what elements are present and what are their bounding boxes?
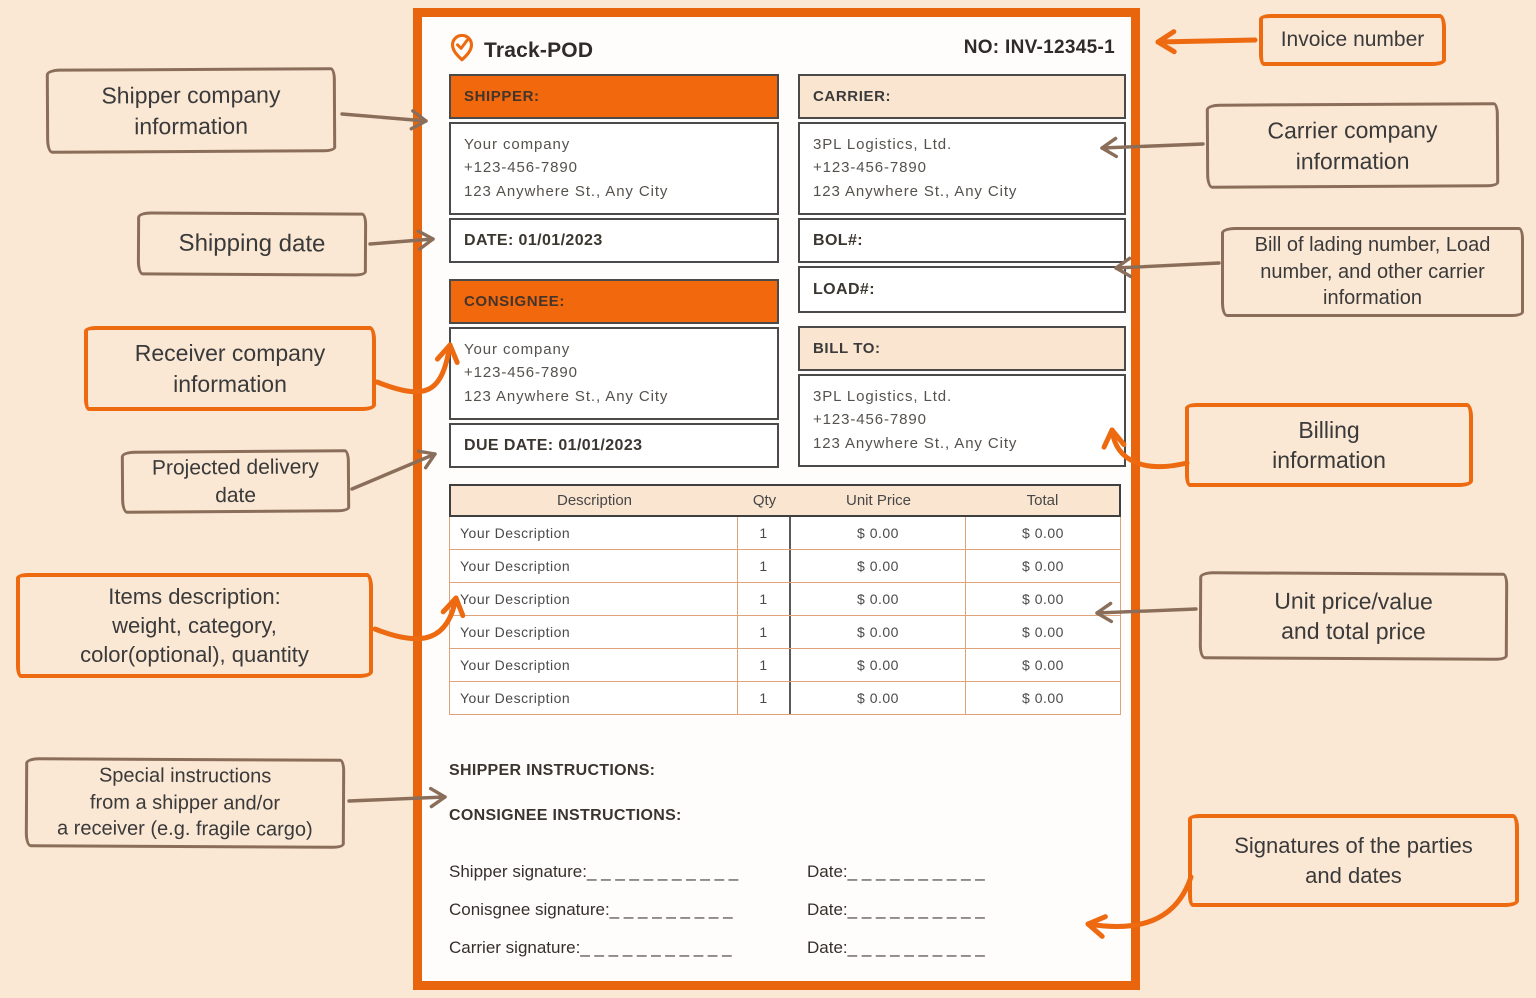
carrier-info-box: 3PL Logistics, Ltd. +123-456-7890 123 An… xyxy=(798,122,1126,215)
note-signatures-and-dates: Signatures of the parties and dates xyxy=(1188,814,1519,907)
brand: Track-POD xyxy=(449,33,593,68)
invoice-sheet: Track-POD NO: INV-12345-1 SHIPPER: Your … xyxy=(413,8,1140,990)
date-line: _ _ _ _ _ _ _ _ _ _ xyxy=(847,938,985,957)
cell-total: $ 0.00 xyxy=(1022,690,1064,706)
cell-qty: 1 xyxy=(738,682,791,714)
date-line: _ _ _ _ _ _ _ _ _ _ xyxy=(847,862,985,881)
load-box: LOAD#: xyxy=(798,266,1126,313)
cell-qty: 1 xyxy=(738,649,791,681)
note-shipper-company-information: Shipper company information xyxy=(45,67,337,154)
date-label: Date: xyxy=(807,862,848,881)
bill-to-header: BILL TO: xyxy=(798,326,1126,371)
consignee-info-box: Your company +123-456-7890 123 Anywhere … xyxy=(449,327,779,420)
shipper-header: SHIPPER: xyxy=(449,74,779,119)
cell-total: $ 0.00 xyxy=(1022,591,1064,607)
bol-box: BOL#: xyxy=(798,218,1126,263)
cell-description: Your Description xyxy=(450,682,738,714)
table-row: Your Description 1 $ 0.00 $ 0.00 xyxy=(449,682,1121,715)
consignee-header: CONSIGNEE: xyxy=(449,279,779,324)
signature-label: Shipper signature: xyxy=(449,862,587,881)
table-row: Your Description 1 $ 0.00 $ 0.00 xyxy=(449,649,1121,682)
col-header-description: Description xyxy=(556,492,633,509)
signature-row: Carrier signature: _ _ _ _ _ _ _ _ _ _ _ … xyxy=(449,938,985,958)
table-row: Your Description 1 $ 0.00 $ 0.00 xyxy=(449,517,1121,550)
bill-to-company: 3PL Logistics, Ltd. xyxy=(813,388,953,405)
cell-description: Your Description xyxy=(450,583,738,615)
signature-line: _ _ _ _ _ _ _ _ _ xyxy=(609,900,733,919)
cell-description: Your Description xyxy=(450,616,738,648)
note-items-description: Items description: weight, category, col… xyxy=(16,573,373,678)
date-line: _ _ _ _ _ _ _ _ _ _ xyxy=(847,900,985,919)
cell-qty: 1 xyxy=(738,583,791,615)
col-header-unit-price: Unit Price xyxy=(845,492,912,509)
shipper-phone: +123-456-7890 xyxy=(464,159,578,177)
cell-total: $ 0.00 xyxy=(1022,624,1064,640)
shipper-instructions-label: SHIPPER INSTRUCTIONS: xyxy=(449,762,656,779)
note-bill-of-lading-information: Bill of lading number, Load number, and … xyxy=(1221,227,1524,317)
cell-unit-price: $ 0.00 xyxy=(791,649,966,681)
signature-row: Shipper signature: _ _ _ _ _ _ _ _ _ _ _ … xyxy=(449,862,985,882)
signature-label: Conisgnee signature: xyxy=(449,900,610,919)
cell-description: Your Description xyxy=(450,649,738,681)
cell-description: Your Description xyxy=(450,517,738,549)
signature-line: _ _ _ _ _ _ _ _ _ _ _ xyxy=(586,862,739,881)
cell-unit-price: $ 0.00 xyxy=(791,616,966,648)
consignee-company: Your company xyxy=(464,341,571,358)
table-row: Your Description 1 $ 0.00 $ 0.00 xyxy=(449,550,1121,583)
note-billing-information: Billing information xyxy=(1185,403,1473,487)
note-unit-price-total: Unit price/value and total price xyxy=(1198,571,1509,661)
items-table-header: Description Qty Unit Price Total xyxy=(449,484,1121,517)
invoice-number-value: NO: INV-12345-1 xyxy=(963,37,1115,58)
cell-description: Your Description xyxy=(450,550,738,582)
note-receiver-company-information: Receiver company information xyxy=(84,326,376,411)
cell-total: $ 0.00 xyxy=(1022,657,1064,673)
bill-to-address: 123 Anywhere St., Any City xyxy=(813,434,1018,452)
signature-row: Conisgnee signature:_ _ _ _ _ _ _ _ _ Da… xyxy=(449,900,985,920)
consignee-phone: +123-456-7890 xyxy=(464,364,578,382)
cell-unit-price: $ 0.00 xyxy=(791,583,966,615)
cell-qty: 1 xyxy=(738,616,791,648)
note-projected-delivery-date: Projected delivery date xyxy=(120,449,351,514)
shipper-company: Your company xyxy=(464,136,571,153)
brand-name: Track-POD xyxy=(484,38,594,62)
cell-unit-price: $ 0.00 xyxy=(791,682,966,714)
cell-total: $ 0.00 xyxy=(1022,558,1064,574)
due-date-box: DUE DATE: 01/01/2023 xyxy=(449,423,779,468)
shipper-address: 123 Anywhere St., Any City xyxy=(464,182,669,200)
carrier-address: 123 Anywhere St., Any City xyxy=(813,182,1018,200)
cell-total: $ 0.00 xyxy=(1022,525,1064,541)
col-header-total: Total xyxy=(1026,492,1059,509)
bill-to-info-box: 3PL Logistics, Ltd. +123-456-7890 123 An… xyxy=(798,374,1126,467)
note-carrier-company-information: Carrier company information xyxy=(1205,102,1500,189)
consignee-address: 123 Anywhere St., Any City xyxy=(464,387,669,405)
date-label: Date: xyxy=(807,900,848,919)
cell-unit-price: $ 0.00 xyxy=(791,517,966,549)
table-row: Your Description 1 $ 0.00 $ 0.00 xyxy=(449,616,1121,649)
cell-qty: 1 xyxy=(738,550,791,582)
items-table: Description Qty Unit Price Total Your De… xyxy=(449,484,1121,715)
table-row: Your Description 1 $ 0.00 $ 0.00 xyxy=(449,583,1121,616)
note-special-instructions: Special instructions from a shipper and/… xyxy=(24,757,346,849)
signature-line: _ _ _ _ _ _ _ _ _ _ _ xyxy=(580,938,732,957)
pin-check-icon xyxy=(449,33,475,68)
cell-unit-price: $ 0.00 xyxy=(791,550,966,582)
shipper-info-box: Your company +123-456-7890 123 Anywhere … xyxy=(449,122,779,215)
col-header-qty: Qty xyxy=(752,492,777,509)
signature-label: Carrier signature: xyxy=(449,938,581,957)
shipping-date-box: DATE: 01/01/2023 xyxy=(449,218,779,263)
bill-to-phone: +123-456-7890 xyxy=(813,411,927,429)
date-label: Date: xyxy=(807,938,848,957)
cell-qty: 1 xyxy=(738,517,791,549)
carrier-company: 3PL Logistics, Ltd. xyxy=(813,136,953,153)
note-shipping-date: Shipping date xyxy=(136,211,368,277)
carrier-phone: +123-456-7890 xyxy=(813,159,927,177)
arrow-invoice-number xyxy=(1155,29,1258,55)
consignee-instructions-label: CONSIGNEE INSTRUCTIONS: xyxy=(449,807,682,824)
carrier-header: CARRIER: xyxy=(798,74,1126,119)
note-invoice-number: Invoice number xyxy=(1259,14,1446,66)
